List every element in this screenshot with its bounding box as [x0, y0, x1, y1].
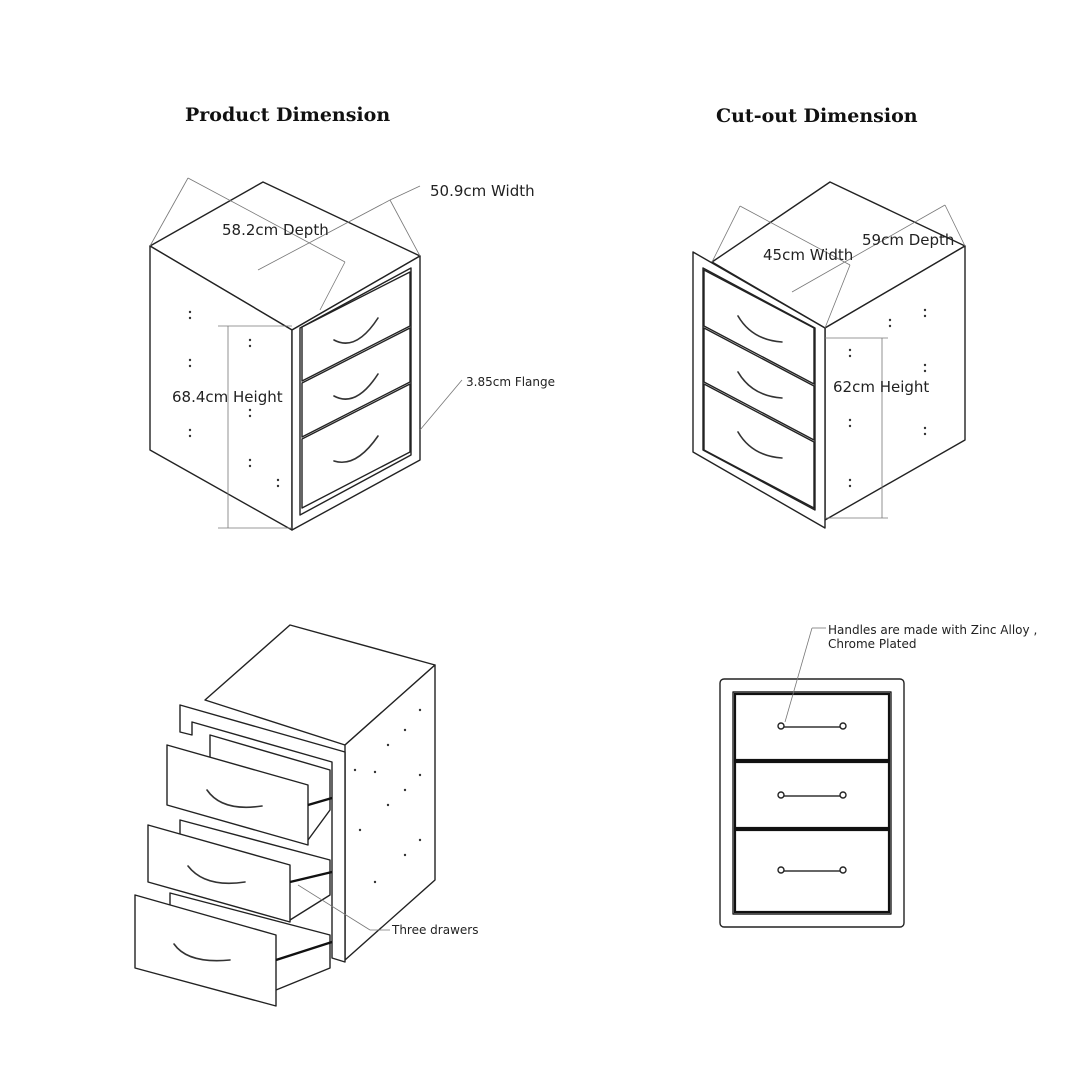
- product-side-rivets: [188, 310, 280, 488]
- open-front-frame: [179, 704, 346, 963]
- product-handle-1: [333, 317, 379, 344]
- front-view: Handles are made with Zinc Alloy , Chrom…: [719, 623, 1037, 928]
- open-drawers-view: Three drawers: [134, 624, 478, 1007]
- open-drawer-1-front: [166, 744, 309, 846]
- product-drawer-1: [301, 271, 411, 382]
- open-handle-2: [187, 865, 246, 885]
- cutout-view: 45cm Width 59cm Depth 62cm Height: [692, 181, 966, 529]
- product-handle-2: [333, 373, 379, 400]
- open-drawer-2-front: [147, 824, 291, 923]
- three-drawers-callout: Three drawers: [391, 923, 478, 937]
- front-drawer-1: [733, 692, 891, 762]
- cutout-depth-label: 59cm Depth: [862, 231, 954, 249]
- product-height-label: 68.4cm Height: [172, 388, 283, 406]
- cutout-drawer-3: [703, 383, 815, 509]
- cutout-dimension-title: Cut-out Dimension: [716, 105, 918, 127]
- cutout-handle-1: [737, 315, 783, 343]
- product-dimension-title: Product Dimension: [185, 104, 390, 126]
- cutout-handle-2: [737, 371, 783, 399]
- open-drawer-3-front: [134, 894, 277, 1007]
- cutout-width-label: 45cm Width: [763, 246, 853, 264]
- cutout-drawer-2: [703, 327, 815, 441]
- cutout-side-rivets: [848, 308, 927, 488]
- product-view: 58.2cm Depth 50.9cm Width 68.4cm Height …: [149, 177, 555, 531]
- product-width-label: 50.9cm Width: [430, 182, 535, 200]
- product-handle-3: [333, 435, 379, 463]
- product-depth-label: 58.2cm Depth: [222, 221, 329, 239]
- handles-callout-line2: Chrome Plated: [828, 637, 917, 651]
- front-drawer-2: [733, 760, 891, 830]
- cutout-drawer-1: [703, 269, 815, 385]
- front-handles: [777, 722, 847, 874]
- open-handle-3: [173, 943, 231, 962]
- product-drawer-3: [301, 383, 411, 509]
- handles-callout-line1: Handles are made with Zinc Alloy ,: [828, 623, 1037, 637]
- product-drawer-2: [301, 327, 411, 438]
- cutout-handle-3: [737, 431, 783, 459]
- open-handle-1: [206, 789, 263, 809]
- cutout-height-label: 62cm Height: [833, 378, 929, 396]
- product-flange-label: 3.85cm Flange: [466, 375, 555, 389]
- open-side-rivets: [353, 708, 422, 884]
